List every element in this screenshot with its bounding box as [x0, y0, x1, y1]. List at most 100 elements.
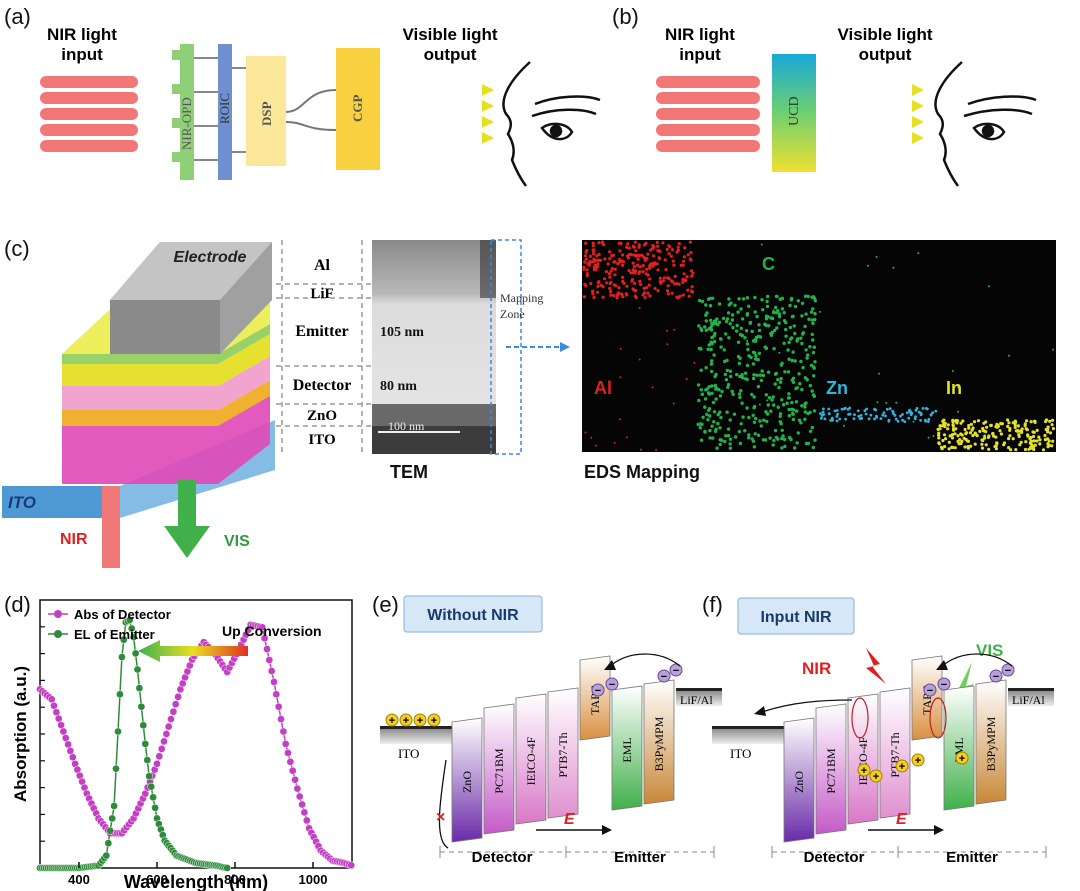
- eds-dot: [747, 415, 751, 420]
- eds-dot: [942, 433, 947, 437]
- eds-dot: [886, 407, 889, 411]
- data-point: [52, 708, 61, 717]
- eds-dot: [703, 397, 708, 401]
- panel-c: (c) Electrode ITO NIR VIS: [2, 236, 1056, 568]
- eds-dot: [738, 395, 742, 400]
- eds-dot: [934, 409, 938, 413]
- eds-dot: [634, 249, 638, 253]
- eds-dot: [708, 414, 712, 418]
- ito-electrode: [712, 728, 784, 744]
- eds-dot: [1032, 447, 1036, 452]
- eds-dot: [1025, 419, 1029, 423]
- eds-dot: [790, 407, 794, 411]
- eds-dot: [627, 269, 631, 273]
- data-point: [112, 764, 120, 773]
- eds-dot: [782, 437, 787, 442]
- eds-dot: [670, 291, 674, 295]
- eds-dot: [592, 252, 596, 256]
- eds-dot: [867, 417, 871, 421]
- data-point: [118, 653, 126, 661]
- eds-dot: [640, 253, 644, 257]
- nir-input-beam: [102, 486, 120, 568]
- legend-el-label: EL of Emitter: [74, 627, 155, 642]
- eds-dot: [726, 385, 730, 389]
- eds-dot: [667, 252, 671, 256]
- data-point: [66, 747, 75, 755]
- eds-dot: [665, 247, 669, 251]
- eds-dot: [662, 276, 666, 280]
- electron: [669, 663, 683, 677]
- band-layer-label: EML: [620, 737, 634, 762]
- data-point: [54, 714, 63, 723]
- eds-dot: [926, 420, 930, 423]
- data-point: [272, 690, 281, 699]
- svg-text:−: −: [927, 685, 933, 697]
- lif-al-label: LiF/Al: [680, 693, 713, 707]
- eds-dot: [626, 242, 630, 246]
- eds-dot: [584, 241, 588, 245]
- eds-dot: [638, 265, 642, 269]
- svg-text:−: −: [993, 671, 999, 683]
- eds-dot: [724, 434, 728, 438]
- eds-dot: [681, 259, 686, 263]
- ito-electrode-label: ITO: [730, 746, 751, 761]
- eds-dot: [704, 303, 708, 307]
- eds-dot: [800, 341, 804, 346]
- eds-dot: [989, 423, 993, 428]
- eds-dot: [787, 340, 791, 345]
- eds-dot: [750, 329, 754, 334]
- eds-dot: [813, 360, 817, 364]
- data-point: [59, 727, 68, 736]
- eds-dot: [777, 385, 781, 390]
- eds-dot: [921, 407, 925, 410]
- eds-dot: [688, 257, 692, 261]
- eds-dot: [711, 436, 715, 440]
- eds-dot: [777, 314, 782, 319]
- eds-dot: [635, 263, 640, 267]
- eds-dot: [604, 270, 609, 274]
- eds-dot: [636, 257, 640, 261]
- eds-dot: [790, 400, 794, 405]
- eds-dot: [763, 345, 767, 349]
- eds-dot: [641, 293, 645, 297]
- data-point: [258, 623, 267, 632]
- eds-dot: [724, 332, 728, 336]
- eds-dot: [1035, 439, 1039, 443]
- eds-dot: [942, 422, 946, 426]
- data-point: [279, 727, 288, 736]
- eds-dot: [725, 317, 730, 321]
- eds-dot: [999, 422, 1003, 426]
- data-point: [137, 702, 146, 711]
- eds-dot: [631, 268, 635, 272]
- eds-dot: [608, 286, 612, 291]
- band-layer-5: [611, 685, 643, 811]
- eds-dot: [905, 411, 909, 415]
- eds-dot: [751, 376, 756, 381]
- eds-dot: [609, 269, 613, 273]
- eds-dot: [740, 401, 744, 405]
- eds-dot: [878, 372, 881, 375]
- eds-dot: [778, 351, 781, 354]
- data-point: [127, 624, 136, 633]
- eds-dot: [796, 299, 800, 303]
- eds-dot: [809, 363, 814, 367]
- eds-dot: [592, 268, 597, 272]
- data-point: [149, 793, 157, 802]
- eds-dot: [710, 384, 714, 388]
- eds-dot: [769, 316, 773, 320]
- eds-dot: [609, 280, 613, 285]
- eds-dot: [919, 419, 922, 422]
- eds-dot: [776, 437, 780, 441]
- eds-dot: [601, 295, 605, 299]
- svg-text:−: −: [661, 671, 667, 683]
- eds-dot: [780, 398, 784, 402]
- eds-dot: [582, 265, 586, 269]
- eds-dot: [806, 411, 810, 416]
- eds-dot: [708, 304, 713, 308]
- eds-dot: [1031, 430, 1035, 434]
- eds-dot: [961, 419, 965, 423]
- eds-dot: [972, 420, 977, 424]
- eds-dot: [736, 354, 741, 359]
- eds-dot: [968, 431, 973, 435]
- eye-face-icon-b: [934, 61, 1037, 187]
